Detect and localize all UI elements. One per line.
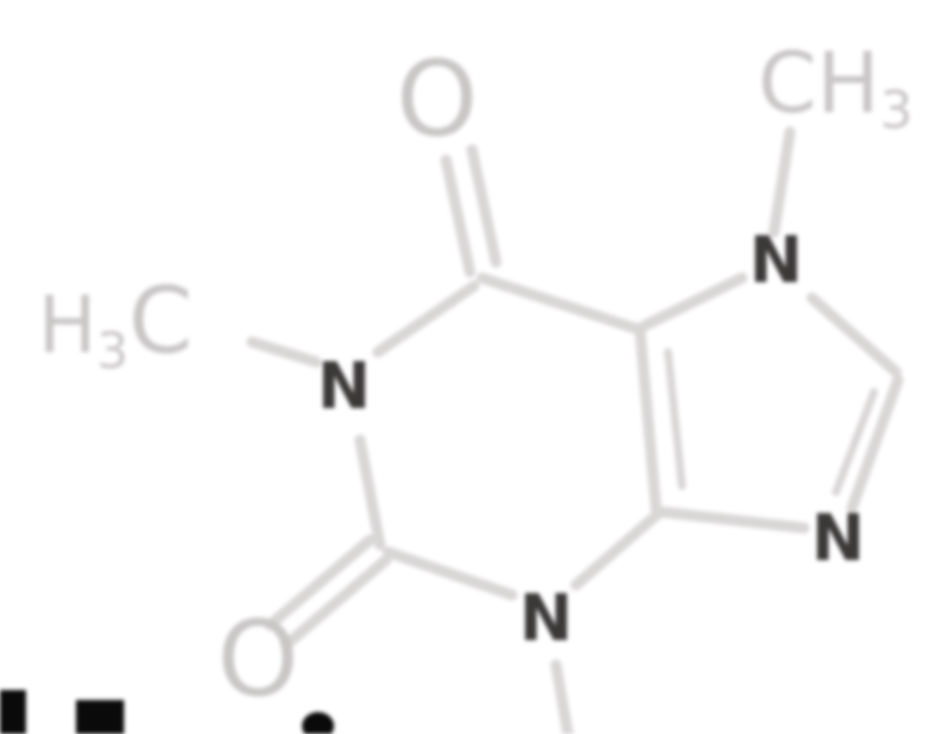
- bond-n3-methyl-bottom: [550, 659, 574, 734]
- bond-c2-n3: [382, 546, 518, 601]
- bond-c6-o-double-a: [440, 154, 476, 278]
- bond-c4-c5-double-b: [664, 348, 686, 490]
- methyl-left-c: C: [128, 267, 192, 374]
- edge-fragment-dot: [302, 712, 334, 734]
- bond-c4-n9: [656, 506, 810, 534]
- bond-c6-n1: [372, 280, 480, 358]
- nitrogen-n7-label: N: [749, 224, 803, 298]
- methyl-left-label: H3C: [38, 267, 193, 380]
- methyl-top-subscript: 3: [880, 81, 913, 141]
- edge-fragment-left: [0, 690, 26, 734]
- bond-c6-o-double-b: [466, 144, 502, 268]
- bond-c4-c5-double-a: [634, 324, 662, 514]
- methyl-left-subscript: 3: [97, 322, 129, 380]
- methyl-left-h: H: [38, 281, 97, 371]
- bond-c2-o-double-a: [264, 534, 376, 631]
- bond-n1-c2: [354, 434, 386, 551]
- oxygen-top-label: O: [396, 38, 478, 160]
- bond-c6-c5: [476, 272, 646, 336]
- cropped-edge-fragments: [0, 690, 334, 734]
- methyl-top-ch: CH: [758, 34, 880, 132]
- oxygen-bottom-label: O: [217, 598, 299, 720]
- bond-n7-methyl-top: [768, 126, 796, 238]
- bond-c8-n9-double-b: [832, 388, 878, 496]
- bond-c5-n7: [638, 272, 748, 332]
- methyl-top-label: CH3: [758, 34, 913, 141]
- edge-fragment-mid: [76, 700, 124, 734]
- bond-n3-c4: [570, 506, 666, 591]
- bond-c8-n9-double-a: [846, 374, 904, 514]
- bond-layer: [246, 126, 904, 734]
- bond-n1-methyl-left: [246, 336, 322, 368]
- nitrogen-n9-label: N: [811, 502, 865, 576]
- atom-label-layer: O O H3C CH3 N N N N: [38, 34, 913, 720]
- bond-n7-c8: [806, 292, 902, 378]
- bond-c2-o-double-b: [280, 554, 392, 651]
- nitrogen-n3-label: N: [519, 582, 573, 656]
- nitrogen-n1-label: N: [317, 350, 371, 424]
